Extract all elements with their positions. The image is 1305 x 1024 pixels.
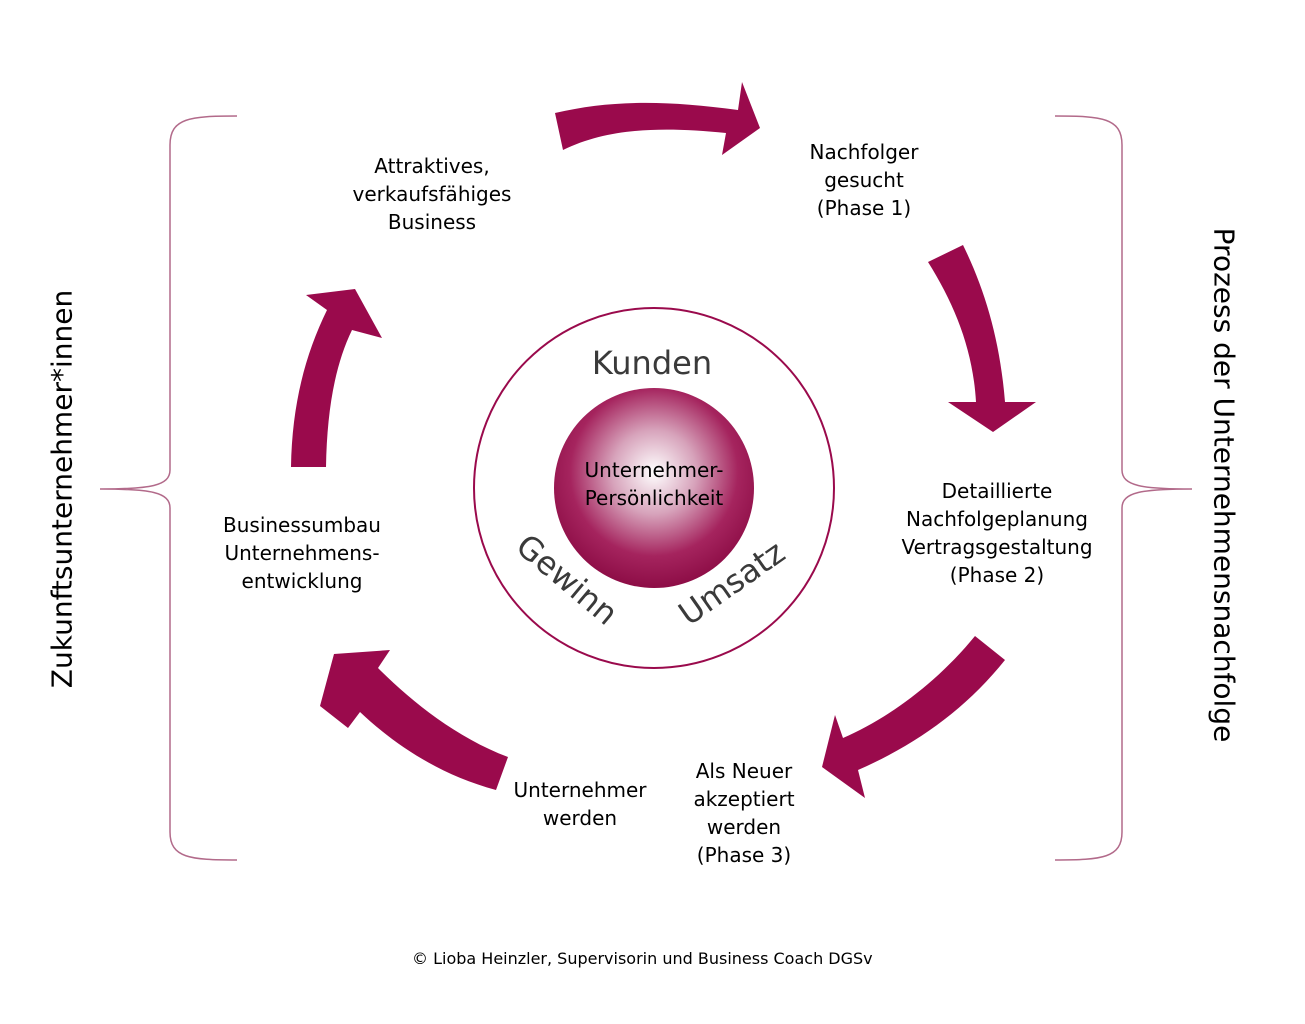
step-unternehmer: Unternehmer werden (490, 776, 670, 832)
step-attraktiv: Attraktives, verkaufsfähiges Business (332, 152, 532, 236)
step-neuer: Als Neuer akzeptiert werden (Phase 3) (654, 757, 834, 869)
center-sphere (554, 388, 754, 588)
step-umbau: Businessumbau Unternehmens- entwicklung (192, 511, 412, 595)
arrow-left (291, 289, 382, 467)
step-neuer-line-4: (Phase 3) (696, 843, 792, 867)
center-line-2: Persönlichkeit (584, 486, 724, 510)
step-detail-line-4: (Phase 2) (949, 563, 1045, 587)
arrow-bottom-left (320, 650, 508, 790)
step-umbau-line-1: Businessumbau (223, 513, 381, 537)
step-nachfolger-line-1: Nachfolger (809, 140, 919, 164)
center-line-1: Unternehmer- (584, 458, 724, 482)
step-nachfolger: Nachfolger gesucht (Phase 1) (764, 138, 964, 222)
step-attraktiv-line-1: Attraktives, (374, 154, 490, 178)
step-attraktiv-line-3: Business (387, 210, 477, 234)
step-unternehmer-line-2: werden (542, 806, 618, 830)
step-neuer-line-2: akzeptiert (693, 787, 795, 811)
step-neuer-line-3: werden (706, 815, 782, 839)
step-nachfolger-line-2: gesucht (824, 168, 904, 192)
step-nachfolger-line-3: (Phase 1) (816, 196, 912, 220)
right-side-label: Prozess der Unternehmensnachfolge (1207, 227, 1241, 743)
step-umbau-line-2: Unternehmens- (224, 541, 380, 565)
step-neuer-line-1: Als Neuer (695, 759, 793, 783)
step-detail-line-2: Nachfolgeplanung (906, 507, 1088, 531)
left-brace (99, 115, 238, 861)
left-side-label: Zukunftsunternehmer*innen (45, 289, 79, 689)
arrow-right-bottom (822, 636, 1005, 798)
copyright-credit: © Lioba Heinzler, Supervisorin und Busin… (412, 949, 873, 968)
step-attraktiv-line-2: verkaufsfähiges (352, 182, 512, 206)
step-unternehmer-line-1: Unternehmer (513, 778, 647, 802)
center-label: Unternehmer- Persönlichkeit (554, 456, 754, 512)
ring-label-kunden: Kunden (592, 344, 712, 382)
arrow-top (555, 82, 760, 155)
step-umbau-line-3: entwicklung (241, 569, 363, 593)
step-detail-line-3: Vertragsgestaltung (901, 535, 1093, 559)
step-detail: Detaillierte Nachfolgeplanung Vertragsge… (877, 477, 1117, 589)
step-detail-line-1: Detaillierte (941, 479, 1053, 503)
right-brace (1054, 115, 1193, 861)
arrow-right-top (928, 245, 1036, 432)
